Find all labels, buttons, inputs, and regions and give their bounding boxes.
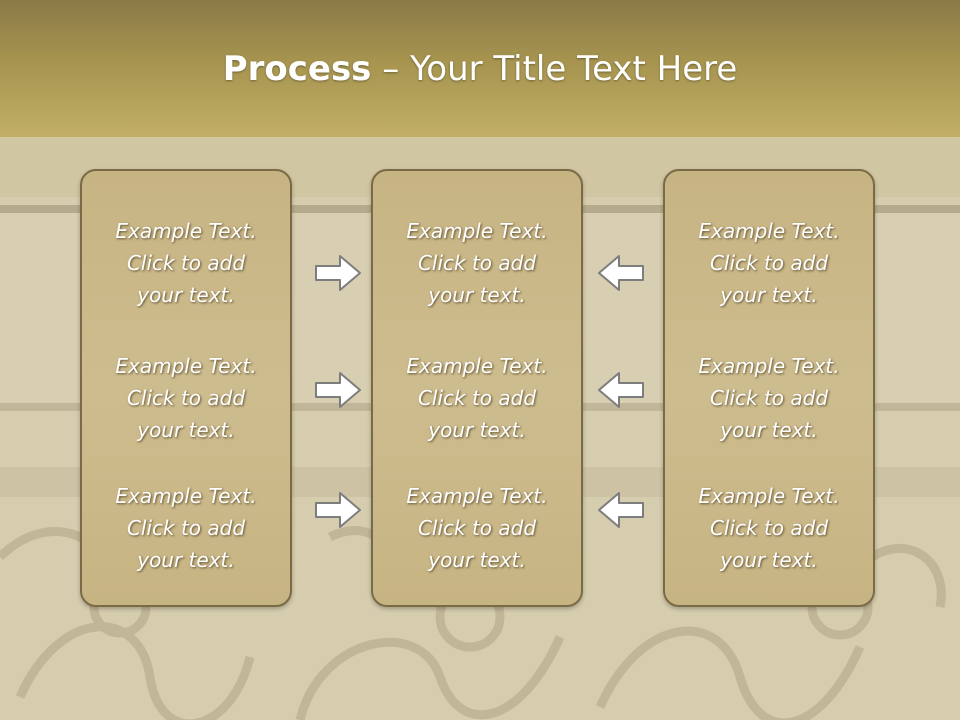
text-line: your text. — [720, 548, 818, 572]
text-block[interactable]: Example Text. Click to add your text. — [82, 215, 290, 311]
process-box-right[interactable]: Example Text. Click to add your text. Ex… — [663, 169, 875, 607]
text-block[interactable]: Example Text. Click to add your text. — [373, 215, 581, 311]
text-line: Example Text. — [406, 219, 548, 243]
process-box-center[interactable]: Example Text. Click to add your text. Ex… — [371, 169, 583, 607]
text-line: Click to add — [417, 386, 537, 410]
text-line: Click to add — [417, 516, 537, 540]
text-line: your text. — [720, 283, 818, 307]
arrow-left-icon — [598, 492, 644, 528]
arrow-right-icon — [315, 255, 361, 291]
text-block[interactable]: Example Text. Click to add your text. — [82, 480, 290, 576]
arrow-right-icon — [315, 372, 361, 408]
text-line: your text. — [428, 283, 526, 307]
text-line: Example Text. — [115, 354, 257, 378]
text-line: your text. — [428, 418, 526, 442]
text-line: Example Text. — [406, 484, 548, 508]
text-line: your text. — [137, 418, 235, 442]
text-line: Click to add — [126, 251, 246, 275]
text-line: Example Text. — [406, 354, 548, 378]
text-block[interactable]: Example Text. Click to add your text. — [665, 480, 873, 576]
text-line: your text. — [720, 418, 818, 442]
text-line: Example Text. — [698, 354, 840, 378]
text-line: Click to add — [126, 386, 246, 410]
process-box-left[interactable]: Example Text. Click to add your text. Ex… — [80, 169, 292, 607]
arrow-right-icon — [315, 492, 361, 528]
title-bold: Process — [222, 48, 372, 89]
text-line: Click to add — [709, 516, 829, 540]
text-block[interactable]: Example Text. Click to add your text. — [373, 350, 581, 446]
arrow-left-icon — [598, 255, 644, 291]
text-line: Click to add — [417, 251, 537, 275]
title-rest: – Your Title Text Here — [371, 48, 738, 89]
text-line: Click to add — [126, 516, 246, 540]
text-line: your text. — [428, 548, 526, 572]
arrow-left-icon — [598, 372, 644, 408]
title-bar: Process – Your Title Text Here — [0, 0, 960, 137]
text-line: Click to add — [709, 386, 829, 410]
text-block[interactable]: Example Text. Click to add your text. — [665, 215, 873, 311]
text-line: your text. — [137, 283, 235, 307]
text-line: Example Text. — [698, 219, 840, 243]
text-line: Example Text. — [698, 484, 840, 508]
text-line: Click to add — [709, 251, 829, 275]
text-line: Example Text. — [115, 219, 257, 243]
text-block[interactable]: Example Text. Click to add your text. — [373, 480, 581, 576]
text-block[interactable]: Example Text. Click to add your text. — [665, 350, 873, 446]
text-block[interactable]: Example Text. Click to add your text. — [82, 350, 290, 446]
text-line: your text. — [137, 548, 235, 572]
text-line: Example Text. — [115, 484, 257, 508]
slide-title[interactable]: Process – Your Title Text Here — [223, 49, 738, 89]
